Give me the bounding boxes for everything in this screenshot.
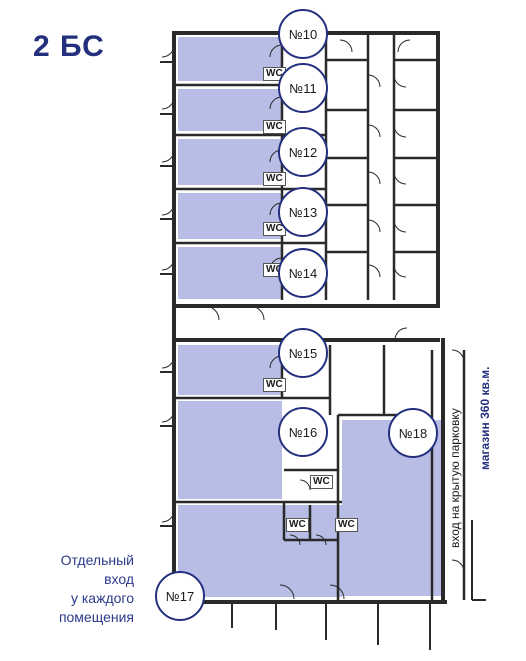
unit-badge-room-14: №14 xyxy=(278,248,328,298)
wc-label: WC xyxy=(310,475,333,489)
parking-entrance-label: вход на крытую парковку xyxy=(448,408,462,548)
entrance-note: Отдельный вход у каждого помещения xyxy=(20,551,134,627)
unit-number: №18 xyxy=(398,425,428,441)
unit-badge-room-13: №13 xyxy=(278,187,328,237)
unit-number: №11 xyxy=(289,80,317,96)
unit-badge-room-16: №16 xyxy=(278,407,328,457)
unit-badge-room-18: №18 xyxy=(388,408,438,458)
shop-label: магазин 360 кв.м. xyxy=(478,366,492,470)
note-line-3: у каждого xyxy=(70,590,134,606)
area-17 xyxy=(178,505,342,597)
unit-number: №14 xyxy=(288,265,318,281)
unit-number: №13 xyxy=(288,204,318,220)
unit-badge-room-10: №10 xyxy=(278,9,328,59)
note-line-4: помещения xyxy=(58,609,134,625)
wc-label: WC xyxy=(286,518,309,532)
unit-areas xyxy=(178,37,444,597)
door-swings xyxy=(161,39,465,600)
unit-number: №15 xyxy=(288,345,318,361)
unit-badge-room-17: №17 xyxy=(155,571,205,621)
note-line-2: вход xyxy=(104,571,134,587)
unit-number: №17 xyxy=(165,588,195,604)
wc-label: WC xyxy=(263,378,286,392)
entrances xyxy=(160,61,486,650)
unit-badge-room-15: №15 xyxy=(278,328,328,378)
unit-number: №12 xyxy=(288,144,318,160)
unit-badge-room-11: №11 xyxy=(278,63,328,113)
wc-label: WC xyxy=(263,120,286,134)
unit-number: №10 xyxy=(288,26,318,42)
wc-label: WC xyxy=(263,172,286,186)
area-16 xyxy=(178,401,282,499)
unit-badge-room-12: №12 xyxy=(278,127,328,177)
unit-number: №16 xyxy=(288,424,318,440)
building-title: 2 БС xyxy=(33,30,105,63)
wc-label: WC xyxy=(335,518,358,532)
note-line-1: Отдельный xyxy=(60,552,134,568)
